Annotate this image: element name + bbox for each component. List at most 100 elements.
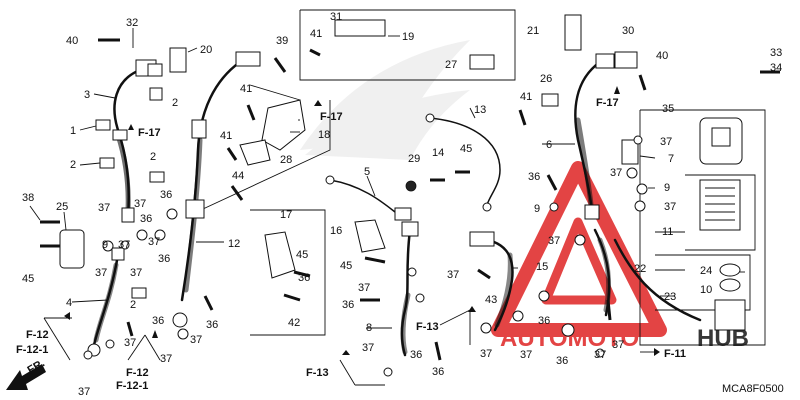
part-37-q: 37 bbox=[612, 339, 624, 351]
part-10: 10 bbox=[700, 284, 712, 296]
part-37-p: 37 bbox=[594, 349, 606, 361]
hose-3 bbox=[112, 59, 157, 223]
part-8: 8 bbox=[366, 322, 372, 334]
part-41-a: 41 bbox=[240, 83, 252, 95]
hose-13 bbox=[425, 113, 501, 212]
part-20: 20 bbox=[200, 44, 212, 56]
front-direction-arrow: FR. bbox=[6, 357, 47, 390]
part-40-left: 40 bbox=[66, 35, 78, 47]
ref-f17-right: F-17 bbox=[596, 97, 619, 109]
hose-8 bbox=[400, 221, 419, 357]
part-35: 35 bbox=[662, 103, 674, 115]
ref-f12-1-left: F-12-1 bbox=[16, 344, 48, 356]
bracket-25 bbox=[59, 229, 85, 269]
fr-label: FR. bbox=[26, 357, 47, 376]
part-41-b: 41 bbox=[220, 130, 232, 142]
clamps-and-brackets bbox=[59, 14, 639, 299]
leader-lines bbox=[29, 28, 745, 386]
reference-arrows bbox=[64, 86, 660, 356]
ref-f13-middle: F-13 bbox=[416, 321, 439, 333]
part-32: 32 bbox=[126, 17, 138, 29]
hose-6 bbox=[574, 53, 615, 220]
wing-watermark bbox=[300, 40, 470, 160]
part-31: 31 bbox=[330, 11, 342, 23]
part-7: 7 bbox=[668, 153, 674, 165]
reference-labels: F-17 F-17 F-17 F-12 F-12-1 F-12 F-12-1 F… bbox=[16, 97, 686, 392]
part-36-c: 36 bbox=[158, 253, 170, 265]
part-9-b: 9 bbox=[534, 203, 540, 215]
part-24: 24 bbox=[700, 265, 712, 277]
part-13: 13 bbox=[474, 104, 486, 116]
part-36-h: 36 bbox=[410, 349, 422, 361]
part-14: 14 bbox=[432, 147, 444, 159]
part-37-t: 37 bbox=[610, 167, 622, 179]
part-37-r: 37 bbox=[548, 235, 560, 247]
part-2-d: 2 bbox=[130, 299, 136, 311]
part-36-l: 36 bbox=[528, 171, 540, 183]
part-37-s: 37 bbox=[660, 136, 672, 148]
part-39: 39 bbox=[276, 35, 288, 47]
part-37-b: 37 bbox=[134, 198, 146, 210]
part-37-o: 37 bbox=[520, 349, 532, 361]
part-6: 6 bbox=[546, 139, 552, 151]
part-45-c: 45 bbox=[296, 249, 308, 261]
part-2-b: 2 bbox=[150, 151, 156, 163]
bolts-and-washers bbox=[40, 38, 780, 377]
part-36-i: 36 bbox=[432, 366, 444, 378]
part-36-b: 36 bbox=[140, 213, 152, 225]
part-30: 30 bbox=[622, 25, 634, 37]
part-45-d: 45 bbox=[340, 260, 352, 272]
hose-5 bbox=[325, 175, 412, 221]
part-25: 25 bbox=[56, 201, 68, 213]
diagram-code: MCA8F0500 bbox=[722, 383, 784, 395]
part-37-n: 37 bbox=[480, 348, 492, 360]
part-37-h: 37 bbox=[190, 334, 202, 346]
part-37-f: 37 bbox=[130, 267, 142, 279]
part-1: 1 bbox=[70, 125, 76, 137]
master-cylinder bbox=[699, 117, 746, 331]
part-37-l: 37 bbox=[362, 342, 374, 354]
part-18: 18 bbox=[318, 129, 330, 141]
part-37-j: 37 bbox=[78, 386, 90, 398]
part-37-m: 37 bbox=[447, 269, 459, 281]
part-40-right: 40 bbox=[656, 50, 668, 62]
ref-f12-1-lower: F-12-1 bbox=[116, 380, 148, 392]
part-23: 23 bbox=[664, 291, 676, 303]
part-37-c: 37 bbox=[118, 239, 130, 251]
ref-f13-lower: F-13 bbox=[306, 367, 329, 379]
part-36-f: 36 bbox=[298, 272, 310, 284]
part-37-e: 37 bbox=[95, 267, 107, 279]
part-26: 26 bbox=[540, 73, 552, 85]
part-11: 11 bbox=[662, 226, 673, 238]
ref-f11: F-11 bbox=[664, 348, 686, 360]
part-36-g: 36 bbox=[342, 299, 354, 311]
part-16: 16 bbox=[330, 225, 342, 237]
part-42: 42 bbox=[288, 317, 300, 329]
part-17: 17 bbox=[280, 209, 292, 221]
hose-12 bbox=[172, 51, 261, 328]
part-37-d: 37 bbox=[148, 236, 160, 248]
part-45-b: 45 bbox=[460, 143, 472, 155]
part-43: 43 bbox=[485, 294, 497, 306]
part-41-c: 41 bbox=[310, 28, 322, 40]
part-28: 28 bbox=[280, 154, 292, 166]
hose-15 bbox=[469, 231, 514, 332]
part-number-labels: 32 40 20 3 2 1 2 2 38 25 37 36 37 36 9 3… bbox=[22, 11, 782, 398]
part-44: 44 bbox=[232, 170, 244, 182]
part-5: 5 bbox=[364, 166, 370, 178]
part-15: 15 bbox=[536, 261, 548, 273]
part-38: 38 bbox=[22, 192, 34, 204]
part-36-k: 36 bbox=[556, 355, 568, 367]
part-36-a: 36 bbox=[160, 189, 172, 201]
part-12: 12 bbox=[228, 238, 240, 250]
part-37-u: 37 bbox=[664, 201, 676, 213]
part-34: 34 bbox=[770, 62, 782, 74]
part-36-d: 36 bbox=[152, 315, 164, 327]
part-9-a: 9 bbox=[102, 239, 108, 251]
part-19: 19 bbox=[402, 31, 414, 43]
part-41-d: 41 bbox=[520, 91, 532, 103]
part-21: 21 bbox=[527, 25, 539, 37]
hose-4 bbox=[87, 247, 125, 357]
